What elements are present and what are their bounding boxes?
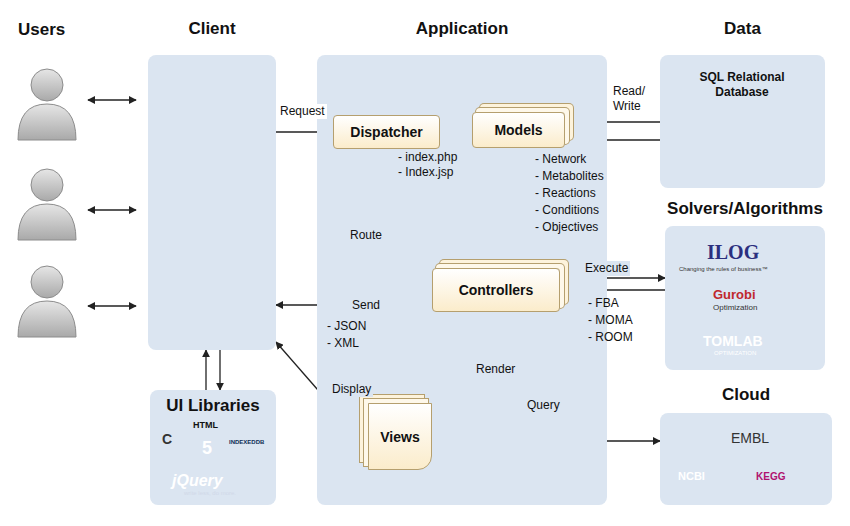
note-text: - Network	[535, 153, 586, 167]
note-text: Optimization	[713, 303, 757, 312]
note-text: - Metabolites	[535, 170, 604, 184]
note-text: - Index.jsp	[398, 166, 453, 180]
edge-label: Display	[330, 382, 373, 397]
panel-heading: Solvers/Algorithms	[645, 199, 845, 219]
note-text: EMBL	[731, 430, 769, 446]
edge-label: Query	[525, 398, 562, 413]
connector-arrow	[205, 350, 206, 390]
note-text: NCBI	[678, 470, 705, 483]
edge-label: Route	[348, 228, 384, 243]
panel: ApplicationDispatcherModelsControllersVi…	[317, 55, 607, 505]
note-text: Changing the rules of business™	[679, 266, 767, 273]
panel-heading: Client	[128, 19, 296, 39]
note-text: OPTIMIZATION	[714, 350, 756, 357]
component-box: Controllers	[432, 268, 560, 312]
edge-label: Execute	[583, 261, 630, 276]
box-label: Dispatcher	[350, 124, 422, 140]
edge-label: Read/ Write	[611, 84, 655, 114]
column-heading: Users	[18, 20, 65, 40]
component-box: Dispatcher	[333, 115, 440, 149]
note-text: - Reactions	[535, 187, 596, 201]
note-text: - Objectives	[535, 221, 598, 235]
edge-label: Render	[474, 362, 517, 377]
note-text: - XML	[327, 337, 359, 351]
box-label: Models	[494, 122, 542, 138]
edge-label: Request	[278, 104, 327, 119]
box-label: Views	[380, 429, 419, 445]
user-client-arrow	[88, 100, 136, 306]
panel: DataSQL Relational Database	[660, 55, 825, 188]
note-text: Gurobi	[713, 288, 756, 303]
note-text: - index.php	[398, 151, 457, 165]
box-label: SQL Relational Database	[684, 66, 800, 100]
note-text: INDEXEDDB	[229, 439, 264, 446]
panel: Client	[148, 55, 276, 350]
panel-heading: UI Libraries	[130, 396, 296, 416]
note-text: jQuery	[172, 472, 223, 490]
component-box: Models	[472, 112, 565, 148]
edge-label: Send	[350, 298, 382, 313]
note-text: TOMLAB	[703, 333, 763, 349]
note-text: ILOG	[707, 241, 759, 264]
note-text: - Conditions	[535, 204, 599, 218]
note-text: 5	[202, 438, 212, 459]
note-text: - ROOM	[588, 331, 633, 345]
connector-arrow	[219, 350, 220, 390]
note-text: KEGG	[756, 471, 785, 483]
database: SQL Relational Database	[684, 66, 800, 172]
panel-heading: Cloud	[640, 385, 850, 405]
note-text: write less, do more.	[184, 490, 236, 497]
note-text: - FBA	[588, 297, 619, 311]
note-text: - MOMA	[588, 314, 633, 328]
note-text: HTML	[193, 420, 218, 430]
panel-heading: Data	[640, 19, 845, 39]
component-box: Views	[368, 403, 432, 470]
box-label: Controllers	[459, 282, 534, 298]
user-icon	[18, 69, 76, 337]
note-text: - JSON	[327, 320, 366, 334]
note-text: C	[162, 431, 172, 447]
panel: Cloud	[660, 413, 832, 505]
panel-heading: Application	[297, 19, 627, 39]
